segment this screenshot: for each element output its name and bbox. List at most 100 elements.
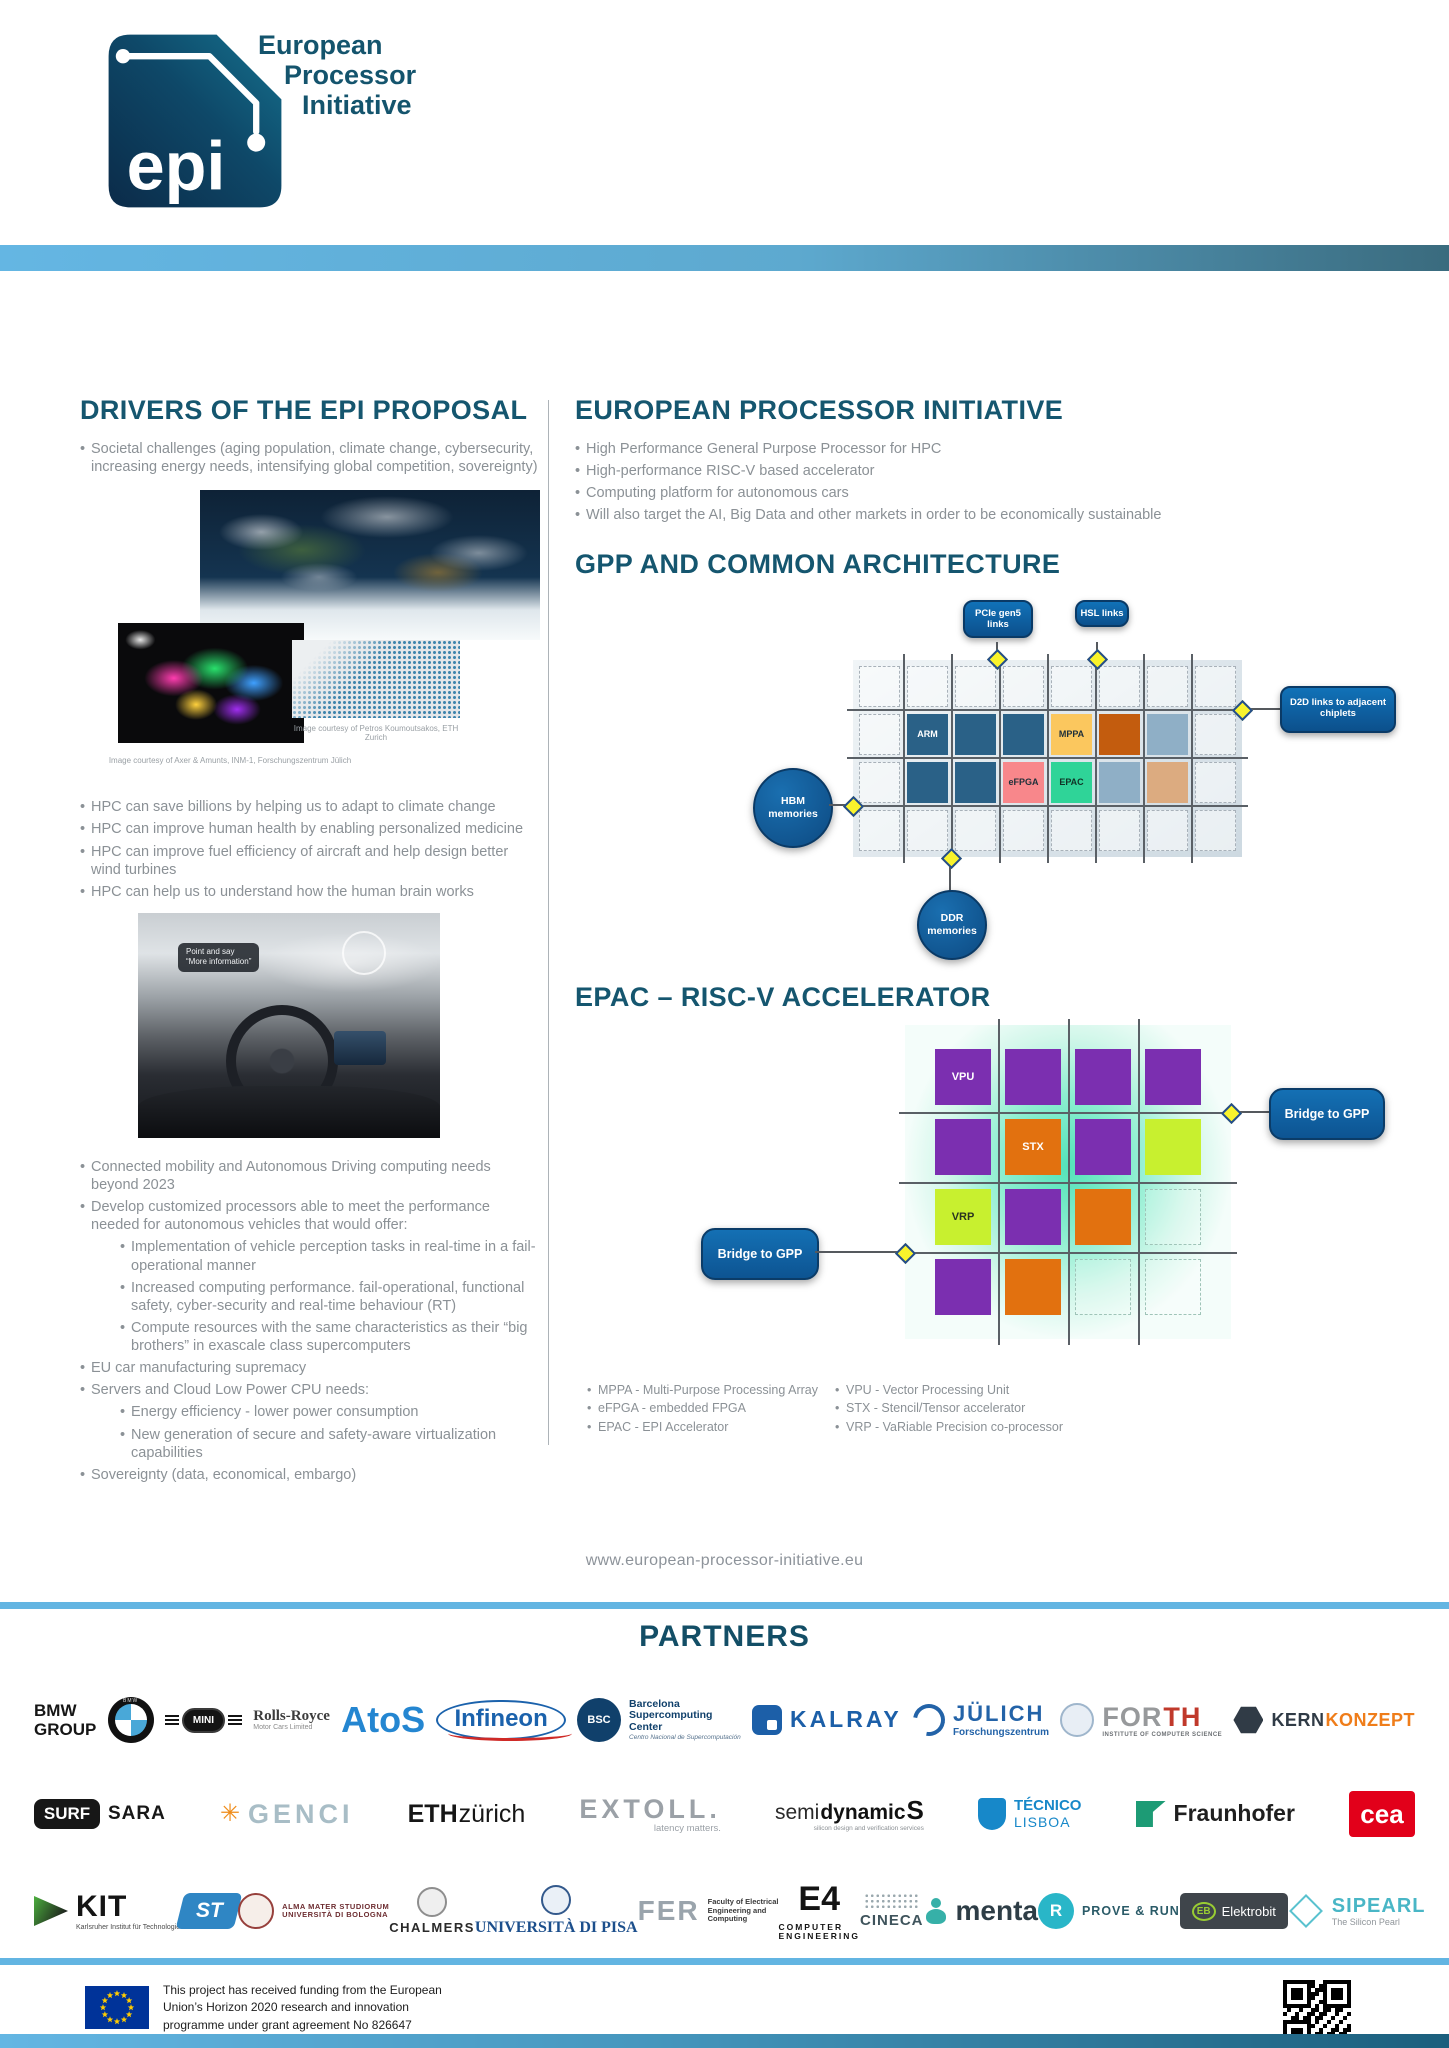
bullet-item: Servers and Cloud Low Power CPU needs: [80, 1381, 542, 1399]
box-logo-icon: cea [1349, 1791, 1415, 1837]
bullet-item: New generation of secure and safety-awar… [120, 1426, 542, 1462]
bullet-item: High Performance General Purpose Process… [575, 440, 1423, 458]
hpc-image-collage: Image courtesy of Petros Koumoutsakos, E… [80, 488, 542, 788]
gpp-tile [1099, 761, 1140, 803]
grid-line [899, 1111, 1237, 1114]
logo-text: ENGINEERING [778, 1931, 860, 1942]
logo-text: TÉCNICO [1013, 1796, 1082, 1814]
gpp-tile-empty [859, 761, 900, 803]
mobility-bullet-list: Connected mobility and Autonomous Drivin… [80, 1158, 542, 1484]
bullet-item: Connected mobility and Autonomous Drivin… [80, 1158, 542, 1194]
logo-text: UNIVERSITÀ DI BOLOGNA [282, 1910, 389, 1919]
partner-extoll: EXTOLL.latency matters. [579, 1794, 721, 1835]
gpp-tile-arm: ARM [907, 713, 948, 755]
website-url[interactable]: www.european-processor-initiative.eu [585, 1552, 864, 1569]
bottom-gradient-bar [0, 2034, 1449, 2048]
logo-text: semidynamicS [774, 1794, 924, 1825]
bridge-to-gpp-right: Bridge to GPP [1269, 1087, 1385, 1140]
bullet-item: High-performance RISC-V based accelerato… [575, 462, 1423, 480]
tri-logo-icon [34, 1895, 68, 1926]
connector-line [949, 856, 951, 891]
logo-text: Supercomputing [629, 1709, 713, 1722]
gpp-tile-mppa: MPPA [1051, 713, 1092, 755]
gpp-tile-empty [1051, 665, 1092, 707]
partner-genci: ✳GENCI [220, 1799, 354, 1829]
logo-text: Karlsruher Institut für Technologie [76, 1923, 181, 1931]
intro-bullet-list: Societal challenges (aging population, c… [80, 440, 542, 476]
gpp-tile-empty [907, 809, 948, 851]
partners-title: PARTNERS [639, 1620, 810, 1653]
bridge-to-gpp-left: Bridge to GPP [701, 1227, 819, 1280]
epac-tile-empty [1145, 1258, 1201, 1315]
epac-tile [1005, 1188, 1061, 1245]
bullet-item: HPC can help us to understand how the hu… [80, 883, 542, 901]
gpp-tile-empty [1195, 761, 1236, 803]
logo-text: Centro Nacional de Supercomputación [629, 1733, 741, 1741]
logo-text: Forschungszentrum [952, 1726, 1050, 1738]
left-title: DRIVERS OF THE EPI PROPOSAL [80, 395, 528, 425]
car-screen-shape [334, 1030, 386, 1065]
logo-text: Barcelona [629, 1697, 680, 1710]
logo-text: ETHzürich [407, 1800, 526, 1828]
epac-tile [935, 1258, 991, 1315]
dashboard-shape [138, 1085, 440, 1138]
gpp-label-hbm: HBM memories [753, 767, 833, 848]
logo-text: BMW [34, 1700, 77, 1720]
box-logo-icon: SURF [34, 1799, 100, 1829]
gpp-tile [907, 761, 948, 803]
footer: This project has received funding from t… [0, 1980, 1449, 2048]
bmw-logo-icon: BMW [107, 1697, 154, 1743]
logo-text: FER [637, 1895, 700, 1927]
gpp-tile-empty [1099, 665, 1140, 707]
grid-line [847, 805, 1248, 807]
logo-text: SARA [108, 1803, 166, 1825]
separator-bar [0, 1958, 1449, 1965]
partner-menta: menta [924, 1895, 1038, 1926]
connector-line [1242, 707, 1280, 710]
gpp-tile-empty [1051, 809, 1092, 851]
partner-infineon: Infineon [436, 1699, 573, 1742]
epi-logo-word: epi [127, 128, 226, 204]
gpp-tile [1099, 713, 1140, 755]
epac-tile [1075, 1048, 1131, 1105]
gpp-tile-empty [859, 665, 900, 707]
partner-eth-zurich: ETHzürich [408, 1800, 526, 1828]
gpp-tile-empty [1147, 809, 1188, 851]
ferris-wheel-shape [342, 930, 386, 975]
connector-line [829, 803, 853, 806]
bullet-item: Compute resources with the same characte… [120, 1319, 542, 1355]
connector-line [815, 1250, 905, 1253]
epac-tile [1145, 1048, 1201, 1105]
gpp-tile [955, 713, 996, 755]
logo-text: PROVE & RUN [1081, 1904, 1180, 1918]
epac-tile [935, 1118, 991, 1175]
funding-statement: This project has received funding from t… [163, 1983, 442, 2032]
logo-text: COMPUTER [778, 1921, 844, 1932]
bullet-item: VPU - Vector Processing Unit [835, 1383, 1063, 1399]
partner-cea: cea [1349, 1791, 1415, 1837]
image-caption-juelich: Image courtesy of Axer & Amunts, INM-1, … [108, 756, 352, 766]
gpp-tile [1003, 713, 1044, 755]
acronym-legend: MPPA - Multi-Purpose Processing ArrayeFP… [575, 1383, 1423, 1439]
logo-text: latency matters. [653, 1822, 721, 1834]
epac-tile-empty [1075, 1258, 1131, 1315]
partner-st: ST [175, 1893, 243, 1929]
epac-tile [1075, 1188, 1131, 1245]
gpp-tile-empty [859, 809, 900, 851]
image-caption-eth: Image courtesy of Petros Koumoutsakos, E… [293, 724, 459, 743]
bullet-item: STX - Stencil/Tensor accelerator [835, 1401, 1063, 1417]
connector-line [1231, 1110, 1269, 1113]
bullet-item: HPC can improve fuel efficiency of aircr… [80, 843, 542, 879]
gpp-tile [955, 761, 996, 803]
epac-tile [1005, 1258, 1061, 1315]
particle-simulation-image [292, 640, 460, 719]
gpp-tile-empty [1003, 809, 1044, 851]
